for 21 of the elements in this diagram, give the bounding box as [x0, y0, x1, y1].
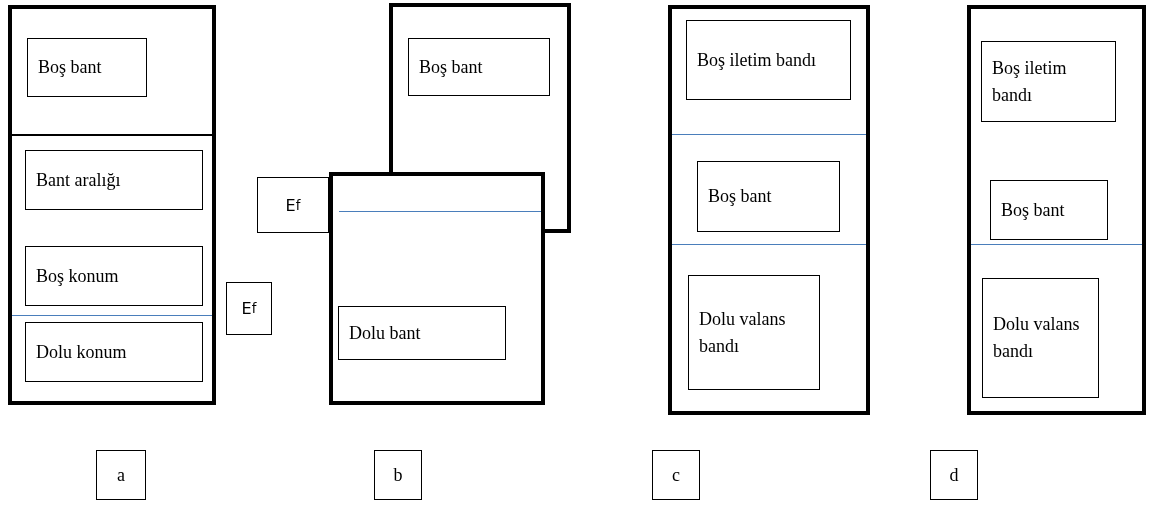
- panel-letter-label: a: [96, 450, 146, 500]
- panel-letter-label: b: [374, 450, 422, 500]
- band-panel: [329, 172, 545, 405]
- label-box: Dolu valans bandı: [688, 275, 820, 390]
- label-box: Boş konum: [25, 246, 203, 306]
- label-box: Boş bant: [697, 161, 840, 232]
- label-box: Boş bant: [27, 38, 147, 97]
- label-box: Bant aralığı: [25, 150, 203, 210]
- label-box: Boş iletim bandı: [686, 20, 851, 100]
- band-panel: [8, 5, 216, 405]
- label-box: Boş bant: [408, 38, 550, 96]
- panel-letter-label: d: [930, 450, 978, 500]
- band-panel: [668, 5, 870, 415]
- panel-letter-label: c: [652, 450, 700, 500]
- label-box: Dolu valans bandı: [982, 278, 1099, 398]
- label-box: Dolu bant: [338, 306, 506, 360]
- label-box: Boş iletim bandı: [981, 41, 1116, 122]
- band-panel: [389, 3, 571, 172]
- label-box: Boş bant: [990, 180, 1108, 240]
- label-box: Dolu konum: [25, 322, 203, 382]
- band-panel: [967, 5, 1146, 415]
